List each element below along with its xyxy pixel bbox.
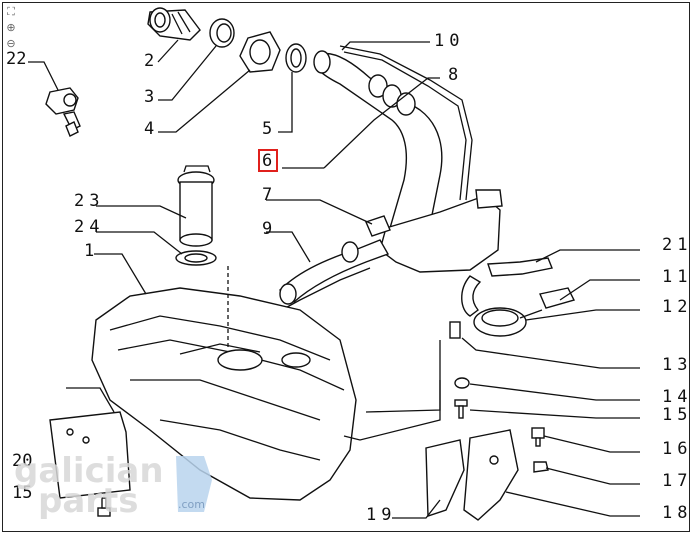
part-24-pump-gasket[interactable] (175, 250, 217, 266)
part-22-lock-with-keys[interactable] (45, 87, 81, 137)
selected-callout-highlight (258, 149, 278, 172)
zoom-out-icon[interactable]: ⊖ (6, 38, 16, 50)
zoom-in-icon[interactable]: ⊕ (6, 22, 16, 34)
part-15b-bolt[interactable] (97, 497, 111, 517)
callout-16[interactable]: 16 (662, 439, 692, 459)
part-12-vent-valve[interactable] (473, 307, 543, 337)
callout-1[interactable]: 1 (84, 241, 94, 261)
part-2-filler-neck-body[interactable] (147, 7, 201, 41)
callout-7[interactable]: 7 (262, 185, 272, 205)
callout-20[interactable]: 20 (12, 451, 32, 471)
part-11-hose[interactable] (539, 287, 576, 309)
callout-10[interactable]: 10 (434, 31, 464, 51)
part-23-fuel-pump-sender[interactable] (177, 165, 215, 247)
callout-13[interactable]: 13 (662, 355, 692, 375)
callout-9[interactable]: 9 (262, 219, 272, 239)
part-vent-pipe-assembly[interactable] (379, 189, 503, 273)
callout-18[interactable]: 18 (662, 503, 692, 523)
part-16-bolt[interactable] (531, 427, 545, 447)
part-20-strap-bracket[interactable] (49, 411, 131, 499)
part-9-hose[interactable] (255, 239, 390, 325)
callout-23[interactable]: 23 (74, 191, 104, 211)
callout-14[interactable]: 14 (662, 387, 692, 407)
callout-3[interactable]: 3 (144, 87, 154, 107)
part-8-filler-pipe[interactable] (313, 45, 473, 233)
watermark-line2: parts (38, 481, 139, 521)
callout-2[interactable]: 2 (144, 51, 154, 71)
part-21-vent-hose[interactable] (461, 257, 553, 317)
callout-17[interactable]: 17 (662, 471, 692, 491)
callout-11[interactable]: 11 (662, 267, 692, 287)
callout-5[interactable]: 5 (262, 119, 272, 139)
part-13-fitting[interactable] (449, 321, 461, 339)
part-17-nut[interactable] (533, 461, 549, 473)
part-19-bracket[interactable] (425, 439, 465, 517)
callout-15[interactable]: 15 (662, 405, 692, 425)
watermark-logo-shape (176, 456, 212, 512)
callout-8[interactable]: 8 (448, 65, 458, 85)
callout-labels: 22 2 3 4 5 10 8 6 7 9 23 24 1 21 11 12 1… (6, 31, 692, 525)
callout-6[interactable]: 6 (262, 151, 272, 171)
callout-15b[interactable]: 15 (12, 483, 32, 503)
part-18-bracket[interactable] (463, 429, 519, 521)
watermark-line1: galician (14, 451, 164, 491)
part-4-filler-cap[interactable] (239, 31, 281, 73)
part-1-fuel-tank[interactable] (91, 266, 357, 501)
leader-lines (28, 39, 640, 519)
callout-22[interactable]: 22 (6, 49, 26, 69)
callout-19[interactable]: 19 (366, 505, 396, 525)
watermark-suffix: .com (178, 498, 205, 511)
callout-21[interactable]: 21 (662, 235, 692, 255)
part-5-cap-seal[interactable] (285, 43, 307, 73)
part-7-connector[interactable] (365, 215, 391, 237)
part-3-clamp-ring[interactable] (209, 18, 235, 48)
fit-view-icon[interactable]: ⛶ (7, 6, 15, 18)
galicianparts-watermark: galician parts .com (14, 451, 212, 521)
callout-24[interactable]: 24 (74, 217, 104, 237)
part-14-washer[interactable] (454, 377, 470, 389)
callout-4[interactable]: 4 (144, 119, 154, 139)
part-15-bolt[interactable] (454, 399, 468, 419)
callout-12[interactable]: 12 (662, 297, 692, 317)
